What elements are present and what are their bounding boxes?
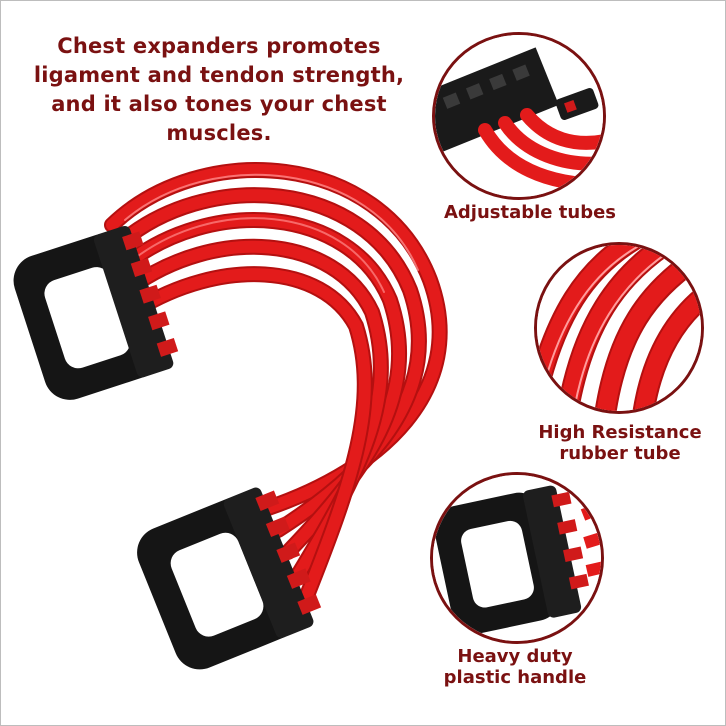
handle-closeup-icon [433, 475, 601, 641]
tubes-closeup-icon [537, 245, 701, 411]
bottom-handle [137, 487, 322, 670]
headline-line-3: and it also tones your chest [51, 92, 387, 116]
handle-line-2: plastic handle [443, 667, 587, 688]
adjustable-tubes-text: Adjustable tubes [443, 202, 617, 223]
headline: Chest expanders promotes ligament and te… [14, 32, 424, 148]
handle-line-1: Heavy duty [457, 646, 573, 667]
headline-line-1: Chest expanders promotes [57, 34, 381, 58]
tube-clip-closeup-icon [435, 35, 603, 197]
resistance-line-2: rubber tube [559, 443, 681, 464]
handle-label: Heavy duty plastic handle [410, 646, 620, 688]
resistance-line-1: High Resistance [538, 422, 702, 443]
headline-line-4: muscles. [166, 121, 272, 145]
handle-closeup [430, 472, 604, 644]
resistance-tubes-closeup [534, 242, 704, 414]
adjustable-tubes-closeup [432, 32, 606, 200]
resistance-tubes [104, 162, 448, 606]
headline-line-2: ligament and tendon strength, [33, 63, 405, 87]
resistance-label: High Resistance rubber tube [520, 422, 720, 464]
top-handle [13, 225, 179, 400]
adjustable-tubes-label: Adjustable tubes [430, 202, 630, 223]
